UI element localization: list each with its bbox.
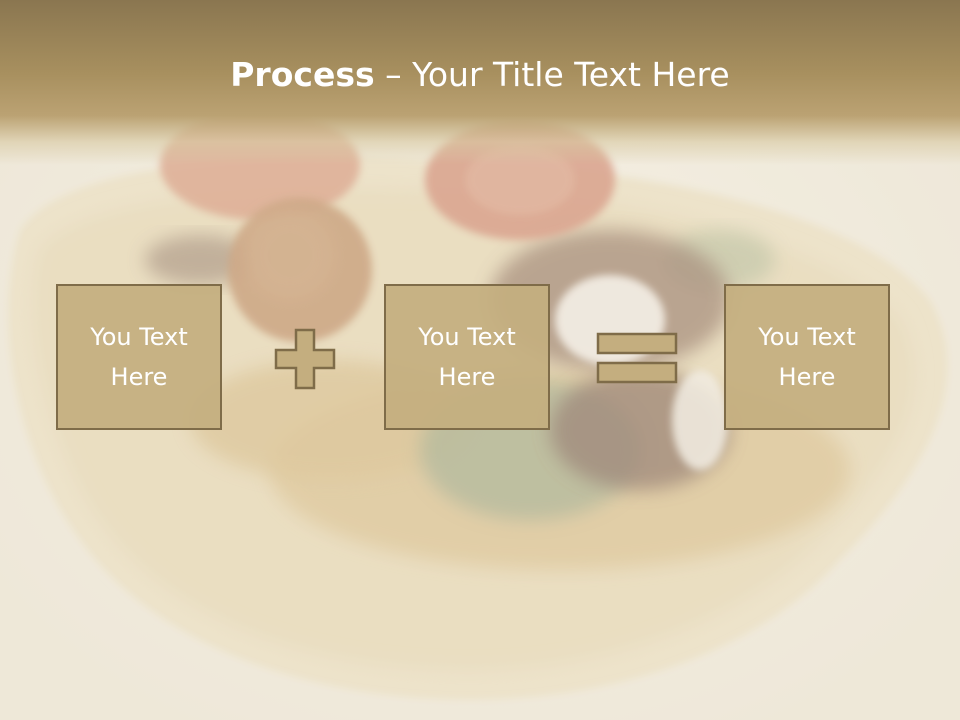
process-box-3[interactable]: You Text Here [724,284,890,430]
plus-icon [274,328,336,390]
slide-title: Process – Your Title Text Here [0,52,960,98]
title-banner: Process – Your Title Text Here [0,0,960,165]
title-rest-part: – Your Title Text Here [374,55,730,94]
process-box-3-label: You Text Here [758,323,856,391]
process-box-1-label: You Text Here [90,323,188,391]
process-box-1[interactable]: You Text Here [56,284,222,430]
process-box-2[interactable]: You Text Here [384,284,550,430]
title-bold-part: Process [230,55,375,94]
process-box-2-label: You Text Here [418,323,516,391]
equals-icon [596,332,678,384]
